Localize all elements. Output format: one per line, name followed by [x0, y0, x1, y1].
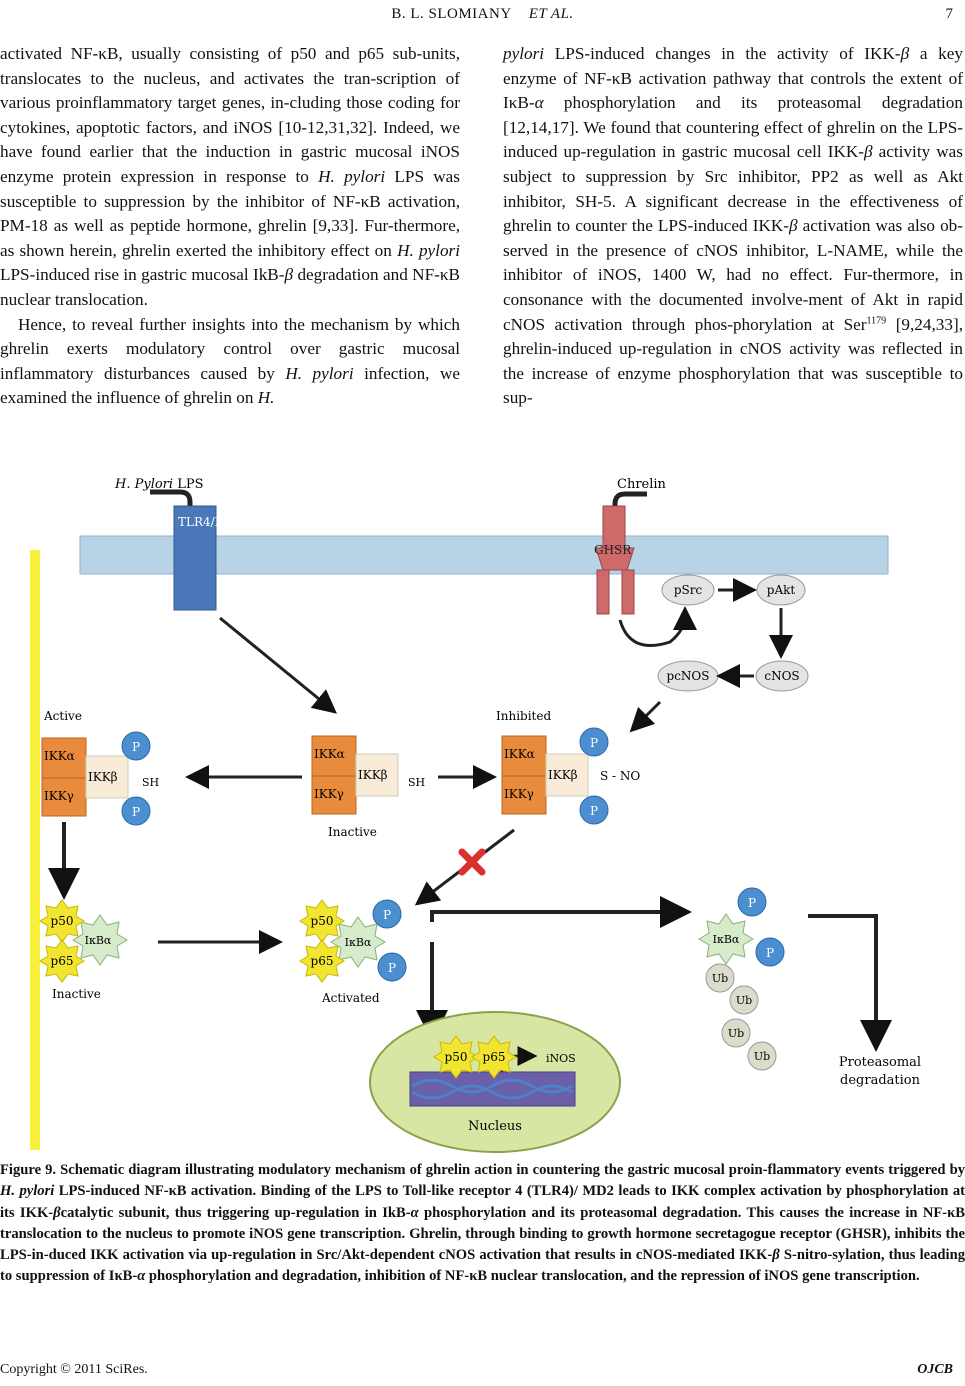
chrelin-label: Chrelin: [617, 477, 667, 492]
ikk-complex-inactive: IKKα IKKγ IKKβ SH: [311, 735, 425, 815]
tlr4-receptor: [173, 505, 217, 611]
svg-text:Ub: Ub: [712, 972, 728, 985]
svg-text:P: P: [766, 946, 774, 960]
ghsr-label: GHSR: [594, 543, 632, 557]
svg-text:P: P: [132, 805, 140, 819]
chrelin-arrow: [612, 491, 647, 518]
svg-text:P: P: [132, 740, 140, 754]
lps-label: LPS: [173, 477, 203, 492]
svg-text:p65: p65: [51, 954, 74, 968]
svg-text:p50: p50: [445, 1050, 468, 1064]
svg-text:P: P: [748, 896, 756, 910]
page-number: 7: [945, 6, 954, 22]
svg-text:p50: p50: [51, 914, 74, 928]
left-text-column: activated NF-κB, usually consisting of p…: [0, 42, 460, 411]
inos-gene-label: iNOS: [546, 1052, 576, 1065]
running-title: B. L. SLOMIANY ET AL.: [0, 6, 965, 23]
cnos-node: cNOS: [755, 660, 809, 692]
figure-9-diagram: H. Pylori LPS Chrelin TLR4/MD2 GHSR pSrc…: [30, 470, 930, 1160]
svg-text:IκBα: IκBα: [85, 934, 112, 947]
svg-text:P: P: [383, 908, 391, 922]
proteasomal-label: Proteasomal: [839, 1055, 921, 1070]
nfkb-in-nucleus: p50 p65: [433, 1035, 517, 1079]
dna-strand: [409, 1071, 576, 1107]
lps-arrow: [150, 489, 193, 518]
svg-text:IκBα: IκBα: [713, 933, 740, 946]
psrc-node: pSrc: [661, 574, 715, 606]
svg-text:SH: SH: [408, 776, 425, 789]
svg-text:Ub: Ub: [728, 1027, 744, 1040]
svg-text:S - NO: S - NO: [600, 769, 640, 783]
svg-text:SH: SH: [142, 776, 159, 789]
right-text-column: pylori LPS-induced changes in the activi…: [503, 42, 963, 411]
svg-text:IKKβ: IKKβ: [548, 768, 578, 782]
svg-text:IKKγ: IKKγ: [314, 787, 344, 801]
yellow-strip: [30, 550, 40, 1150]
ghsr-receptor: [595, 505, 635, 615]
pcnos-node: pcNOS: [657, 660, 719, 692]
svg-text:IKKβ: IKKβ: [88, 770, 118, 784]
header-et-al: ET AL.: [528, 6, 574, 22]
svg-text:Ub: Ub: [736, 994, 752, 1007]
svg-text:pAkt: pAkt: [767, 583, 796, 597]
nfkb-inactive-label: Inactive: [52, 987, 101, 1001]
svg-text:IKKβ: IKKβ: [358, 768, 388, 782]
nucleus-label: Nucleus: [468, 1119, 522, 1134]
journal-name: OJCB: [917, 1362, 953, 1377]
svg-text:IKKα: IKKα: [504, 747, 535, 761]
svg-text:P: P: [590, 736, 598, 750]
ikk-complex-inhibited: IKKα IKKγ IKKβ S - NO P P: [501, 727, 640, 825]
svg-text:H. Pylori LPS: H. Pylori LPS: [114, 477, 203, 492]
nfkb-complex-inactive: IκBα p50 p65: [39, 899, 128, 983]
copyright-text: Copyright © 2011 SciRes.: [0, 1362, 148, 1377]
nfkb-complex-activated: IκBα p50 p65 P P: [299, 899, 407, 983]
svg-text:pSrc: pSrc: [674, 583, 703, 597]
svg-text:cNOS: cNOS: [764, 669, 799, 683]
ikba-degradation-complex: IκBα P P Ub Ub Ub Ub: [698, 887, 785, 1071]
svg-text:pcNOS: pcNOS: [667, 669, 710, 683]
tlr4-label: TLR4/MD2: [178, 515, 244, 529]
pakt-node: pAkt: [756, 574, 806, 606]
inactive-complex-label: Inactive: [328, 825, 377, 839]
paragraph: pylori LPS-induced changes in the activi…: [503, 44, 964, 408]
svg-text:p65: p65: [311, 954, 334, 968]
svg-text:p65: p65: [483, 1050, 506, 1064]
nfkb-activated-label: Activated: [321, 991, 380, 1005]
svg-text:IKKγ: IKKγ: [44, 789, 74, 803]
header-authors: B. L. SLOMIANY: [391, 6, 512, 22]
paragraph: Hence, to reveal further insights into t…: [0, 314, 460, 408]
svg-text:IKKγ: IKKγ: [504, 787, 534, 801]
paragraph: activated NF-κB, usually consisting of p…: [0, 44, 461, 309]
svg-text:IKKα: IKKα: [314, 747, 345, 761]
inhibited-label: Inhibited: [496, 709, 551, 723]
svg-text:IKKα: IKKα: [44, 749, 75, 763]
inhibition-x-icon: [458, 848, 486, 876]
running-header: B. L. SLOMIANY ET AL. 7: [0, 6, 965, 28]
ikk-complex-active: IKKα IKKγ IKKβ SH P P: [41, 731, 159, 826]
svg-text:P: P: [388, 961, 396, 975]
svg-text:p50: p50: [311, 914, 334, 928]
active-label: Active: [43, 709, 82, 723]
svg-text:P: P: [590, 804, 598, 818]
svg-text:IκBα: IκBα: [345, 936, 372, 949]
svg-text:Ub: Ub: [754, 1050, 770, 1063]
figure-caption: Figure 9. Schematic diagram illustrating…: [0, 1162, 965, 1285]
degradation-label: degradation: [840, 1073, 921, 1088]
pathway-diagram: H. Pylori LPS Chrelin TLR4/MD2 GHSR pSrc…: [30, 477, 921, 1153]
hpylori-label: H. Pylori: [114, 477, 173, 492]
